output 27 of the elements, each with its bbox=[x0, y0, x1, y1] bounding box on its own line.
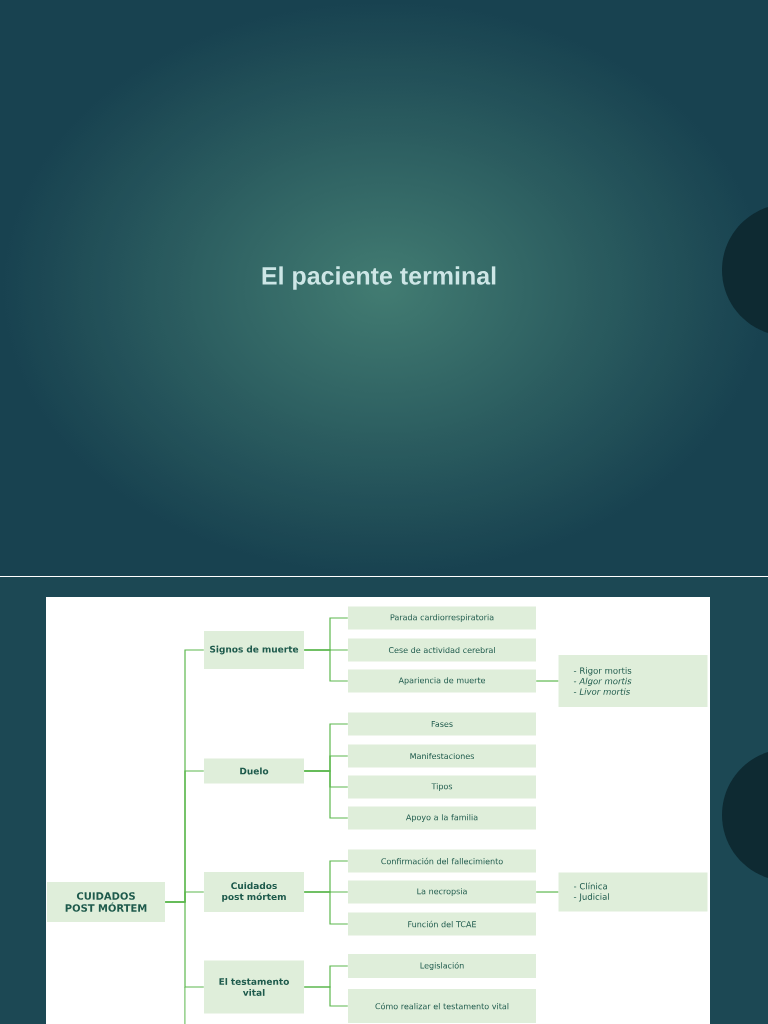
connector-line bbox=[535, 680, 559, 682]
subtopic-box: Apoyo a la familia bbox=[348, 806, 536, 830]
topic-box: El testamento vital bbox=[204, 960, 304, 1014]
root-box: CUIDADOS POST MÓRTEM bbox=[47, 882, 165, 922]
connector-line bbox=[164, 901, 205, 988]
slide-title: El paciente terminal bbox=[262, 266, 496, 290]
subtopic-box: Cómo realizar el testamento vital bbox=[348, 989, 536, 1023]
subtopic-box: Cese de actividad cerebral bbox=[348, 638, 536, 662]
subtopic-box: Parada cardiorrespiratoria bbox=[348, 606, 536, 630]
subtopic-box: Función del TCAE bbox=[348, 912, 536, 936]
connector-line bbox=[303, 770, 349, 819]
topic-box: Duelo bbox=[204, 758, 304, 784]
list-box: - Rigor mortis - Algor mortis - Livor mortis bbox=[558, 655, 708, 707]
connector-line bbox=[303, 986, 349, 1007]
subtopic-box: Confirmación del fallecimiento bbox=[348, 849, 536, 873]
subtopic-box: Legislación bbox=[348, 954, 536, 978]
subtopic-box: Apariencia de muerte bbox=[348, 669, 536, 693]
subtopic-box: La necropsia bbox=[348, 880, 536, 904]
topic-box: Signos de muerte bbox=[204, 631, 304, 669]
subtopic-box: Manifestaciones bbox=[348, 744, 536, 768]
connector-line bbox=[303, 649, 349, 682]
subtopic-box: Tipos bbox=[348, 775, 536, 799]
list-box: - Clínica - Judicial bbox=[558, 872, 708, 912]
subtopic-box: Fases bbox=[348, 712, 536, 736]
topic-box: Cuidados post mórtem bbox=[204, 872, 304, 912]
connector-line bbox=[535, 891, 559, 893]
connector-line bbox=[303, 891, 349, 925]
